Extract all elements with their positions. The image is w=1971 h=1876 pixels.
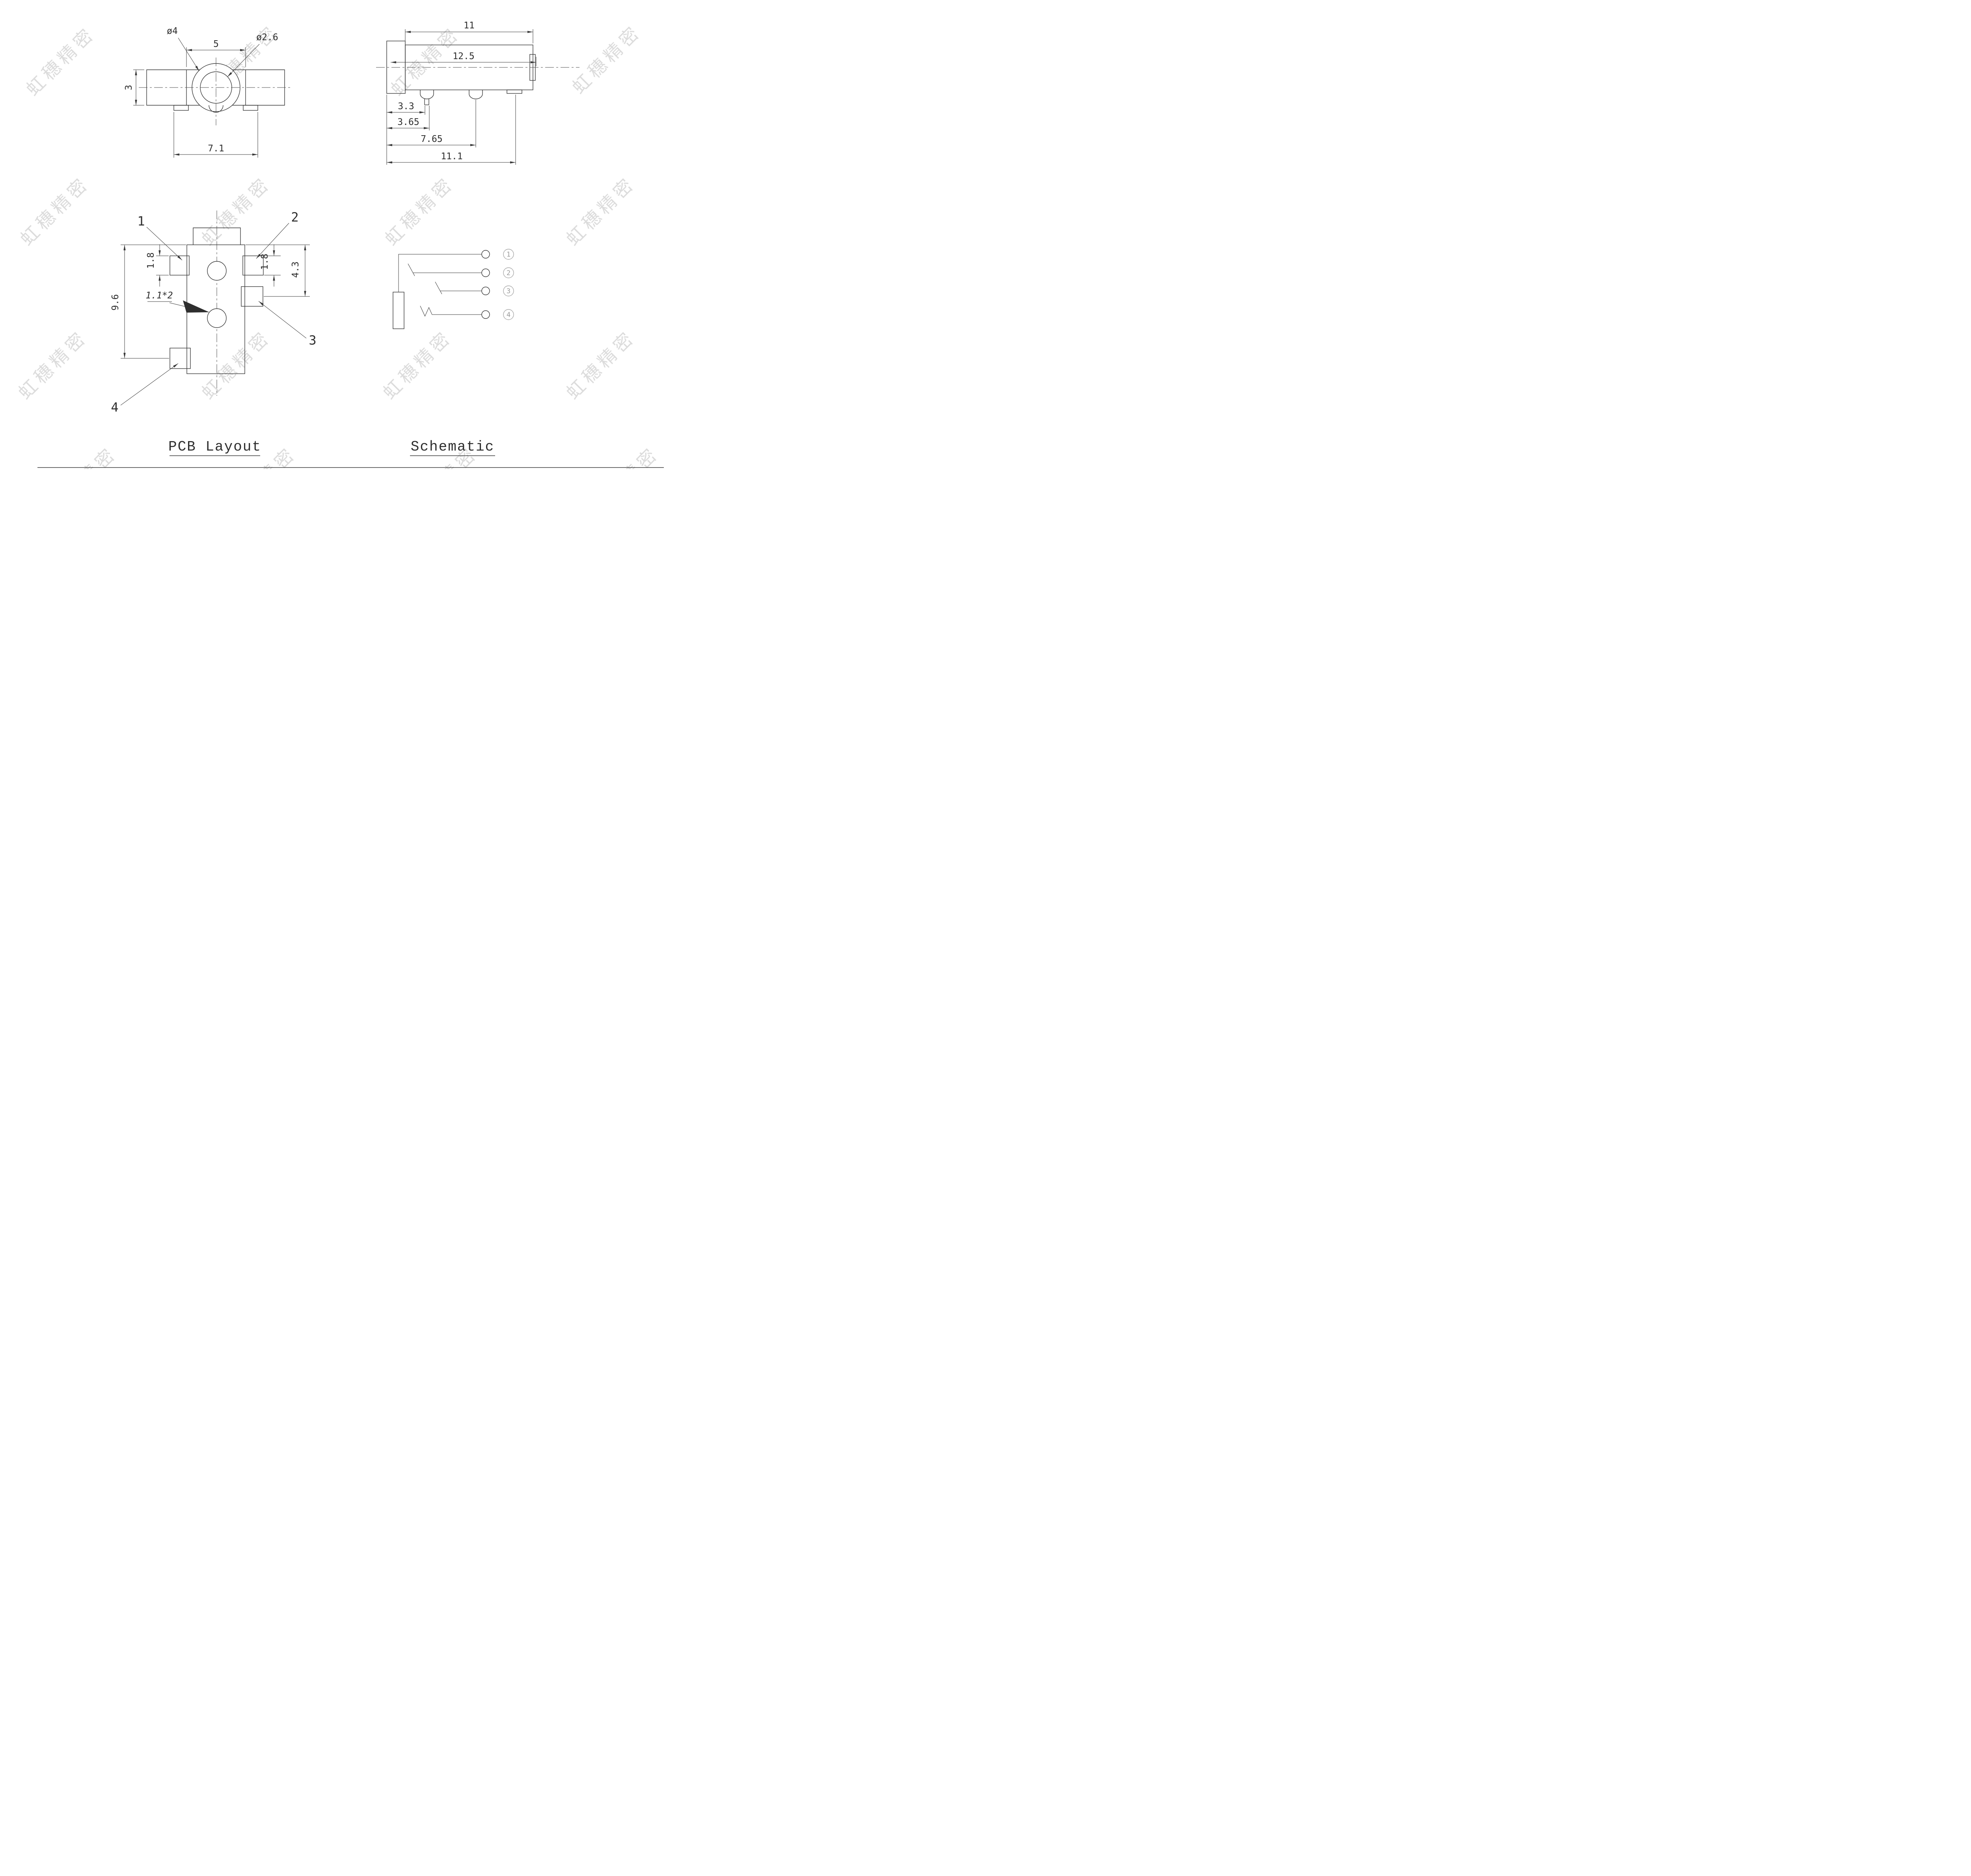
pad-label-3: 3 bbox=[309, 333, 316, 348]
pin-3-contact bbox=[435, 281, 442, 294]
pad-label-4: 4 bbox=[111, 400, 118, 415]
dim-right-span: 4.3 bbox=[291, 261, 301, 278]
pcb-geometry bbox=[170, 211, 264, 396]
pad-1 bbox=[170, 255, 190, 276]
mount-foot-right bbox=[243, 105, 258, 111]
pin-number-2: 2 bbox=[507, 269, 510, 277]
dim-base-width: 7.1 bbox=[208, 143, 224, 154]
pin-1-lug bbox=[420, 90, 434, 99]
dim-pin2-center: 7.65 bbox=[421, 134, 442, 144]
dim-left-span: 9.6 bbox=[110, 294, 121, 311]
drawing-canvas: 5 ø4 ø2.6 3 7.1 bbox=[37, 20, 664, 468]
side-view-dimensions: 11 12.5 3.3 3.65 7.65 bbox=[386, 20, 537, 165]
pad-label-1: 1 bbox=[137, 214, 145, 229]
pin-3-pad bbox=[507, 89, 522, 94]
pcb-layout-view: 1 2 3 4 1.8 1.8 bbox=[110, 210, 317, 456]
dim-boss-width: 5 bbox=[213, 39, 219, 49]
schematic-pin-numbers: 1 2 3 4 bbox=[503, 249, 514, 320]
hole-upper bbox=[207, 261, 227, 281]
pcb-top-tab bbox=[193, 227, 241, 245]
dim-body-length: 11 bbox=[464, 20, 475, 31]
pad-4 bbox=[170, 348, 191, 369]
dim-body-height: 3 bbox=[124, 85, 134, 90]
schematic-view: 1 2 3 4 Schematic bbox=[393, 249, 514, 456]
dim-overall-length: 12.5 bbox=[453, 51, 474, 61]
schematic-title-block: Schematic bbox=[410, 439, 495, 456]
pin-3-terminal bbox=[481, 287, 490, 295]
hole-callout-arrow bbox=[183, 300, 209, 313]
front-view: 5 ø4 ø2.6 3 7.1 bbox=[124, 26, 292, 158]
pad-2 bbox=[242, 255, 264, 276]
dim-outer-diameter: ø4 bbox=[167, 26, 178, 36]
drawing-sheet: 虹穗精密 虹穗精密 虹穗精密 虹穗精密 虹穗精密 虹穗精密 虹穗精密 虹穗精密 … bbox=[0, 0, 664, 469]
mount-foot-left bbox=[173, 105, 189, 111]
dim-hole: 1.1*2 bbox=[145, 291, 173, 301]
dim-pin1-lead: 3.65 bbox=[397, 117, 419, 127]
front-view-dimensions: 5 ø4 ø2.6 3 7.1 bbox=[124, 26, 278, 158]
pcb-title-block: PCB Layout bbox=[168, 439, 261, 456]
pin-4-terminal bbox=[481, 310, 490, 319]
pin-number-1: 1 bbox=[507, 251, 510, 259]
pin-2-lug bbox=[469, 90, 483, 99]
pin-1-wire bbox=[398, 254, 482, 292]
pcb-labels: 1 2 3 4 bbox=[111, 210, 316, 415]
dim-pad-left: 1.8 bbox=[146, 252, 156, 269]
pin-number-3: 3 bbox=[507, 287, 510, 295]
pad-3 bbox=[241, 286, 263, 307]
pcb-layout-title: PCB Layout bbox=[168, 439, 261, 455]
pin-4-contact bbox=[420, 306, 432, 317]
hole-lower bbox=[207, 308, 227, 328]
schematic-title: Schematic bbox=[411, 439, 494, 455]
dim-pad-right: 1.8 bbox=[260, 253, 270, 270]
dim-pin1-offset: 3.3 bbox=[398, 101, 414, 112]
pad-label-2: 2 bbox=[291, 210, 298, 225]
pin-number-4: 4 bbox=[507, 311, 510, 319]
pin-2-contact bbox=[408, 263, 415, 276]
pin-1-terminal bbox=[481, 250, 490, 259]
pcb-dimensions: 1.8 1.8 4.3 9.6 1.1*2 bbox=[110, 244, 310, 359]
dim-total-length: 11.1 bbox=[441, 151, 462, 162]
plug-body-symbol bbox=[393, 292, 404, 329]
pin-2-terminal bbox=[481, 268, 490, 277]
front-view-geometry bbox=[139, 58, 292, 125]
side-view: 11 12.5 3.3 3.65 7.65 bbox=[376, 20, 579, 165]
dim-inner-diameter: ø2.6 bbox=[256, 32, 278, 43]
side-view-geometry bbox=[376, 41, 579, 105]
